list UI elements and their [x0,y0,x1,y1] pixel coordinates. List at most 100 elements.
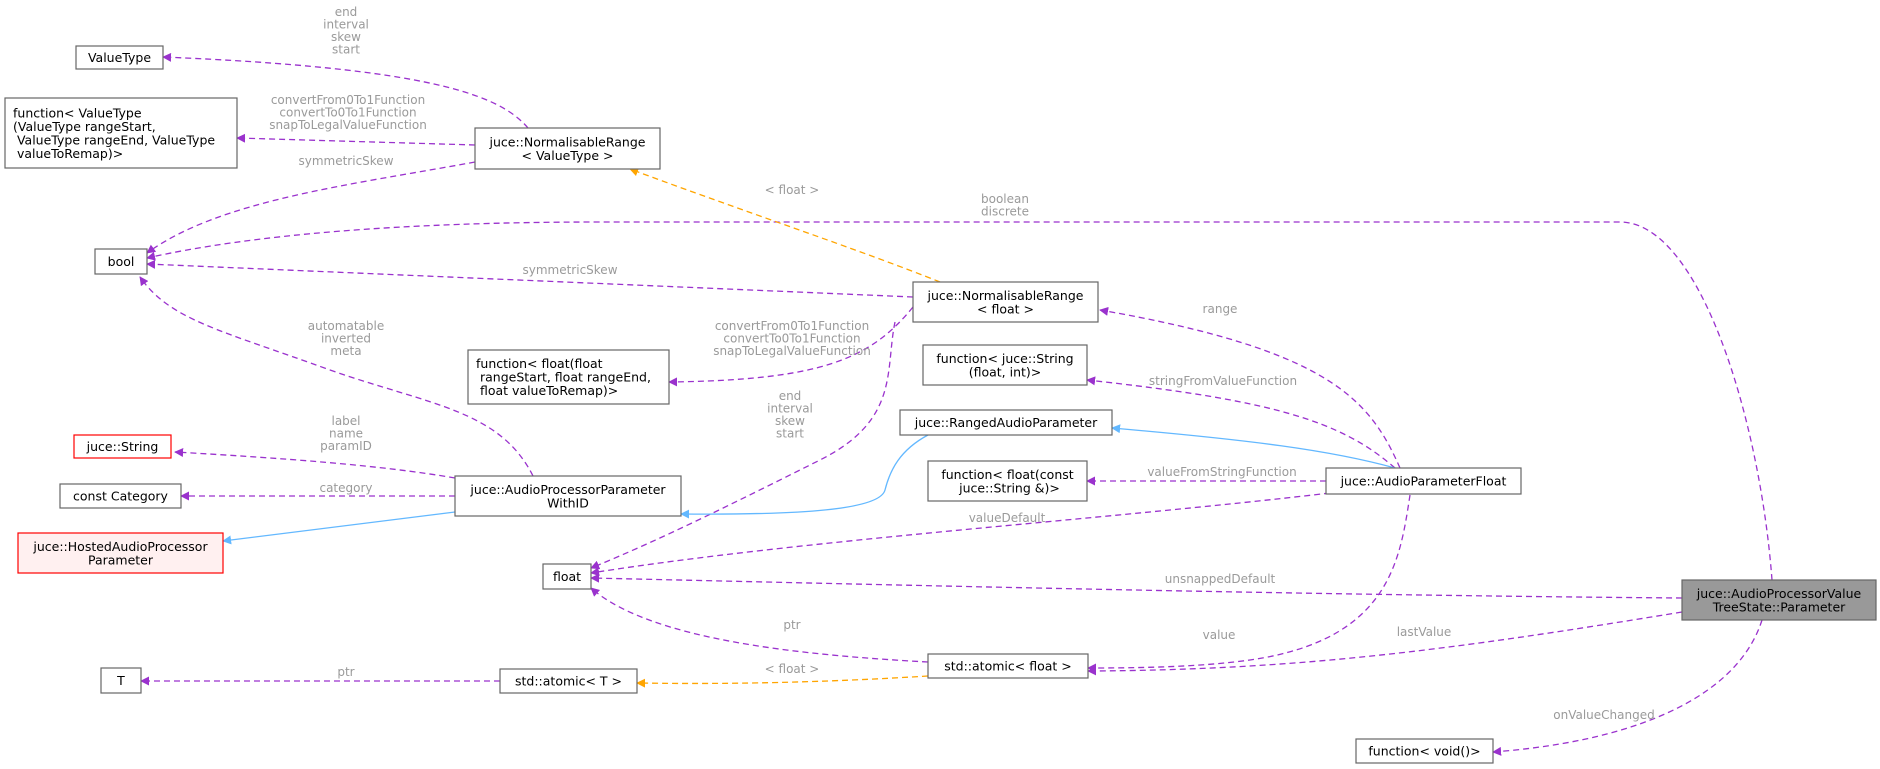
edge-apf-func-jstr: stringFromValueFunction [1086,374,1396,469]
edge-label-line: paramID [320,439,372,453]
node-float[interactable]: float [542,563,592,590]
edge-label-line: convertTo0To1Function [279,106,416,120]
node-text-line: juce::HostedAudioProcessor [32,539,208,554]
node-text-line: const Category [73,489,169,504]
edge-label-line: skew [331,30,361,44]
edge-label-line: start [776,427,804,441]
edge-label-line: interval [767,402,813,416]
node-text-line: (float, int)> [969,364,1042,379]
node-std-atomic-t[interactable]: std::atomic< T > [499,668,638,694]
node-std-atomic-float[interactable]: std::atomic< float > [927,653,1089,679]
edge-apf-rap-inheritance [1111,424,1396,469]
edge-label-template-float-1: < float > [765,183,820,197]
node-function-float-const-string[interactable]: function< float(const juce::String &)> [927,460,1088,502]
edge-nrf-nrvt-template: < float > [629,167,941,283]
edge-atomt-t: ptr [140,665,500,686]
edge-label-line: skew [775,414,805,428]
node-function-valuetype[interactable]: function< ValueType(ValueType rangeStart… [4,97,238,169]
node-text-line: < ValueType > [522,148,614,163]
edge-label-line: convertFrom0To1Function [271,93,425,107]
edge-label-line: end [335,5,358,19]
node-text-line: juce::AudioProcessorValue [1696,586,1862,601]
edge-apwid-hosted-inheritance [222,511,456,545]
edge-nrvt-bool: symmetricSkew [146,154,476,254]
node-normalisable-range-valuetype[interactable]: juce::NormalisableRange< ValueType > [474,127,661,170]
edge-label-line: valueFromStringFunction [1147,465,1296,479]
edge-label-value: value [1203,628,1236,642]
edge-label-lastvalue: lastValue [1397,625,1452,639]
edge-label-line: meta [330,344,361,358]
node-juce-string[interactable]: juce::String [73,434,172,459]
node-text-line: juce::AudioProcessorParameter [469,482,666,497]
edge-label-symmetricskew-1: symmetricSkew [298,154,393,168]
edge-label-line: name [329,427,363,441]
edge-apwid-constcat: category [180,481,455,501]
edge-label-line: ptr [783,618,800,632]
node-text-line: TreeState::Parameter [1712,599,1846,614]
node-const-category[interactable]: const Category [59,483,182,509]
edge-label-onvaluechanged: onValueChanged [1553,708,1654,722]
node-text-line: function< ValueType [13,105,142,120]
node-function-void[interactable]: function< void()> [1355,738,1494,764]
node-normalisable-range-float[interactable]: juce::NormalisableRange< float > [912,281,1099,323]
edge-label-line: valueDefault [969,511,1046,525]
edge-label-line: ptr [337,665,354,679]
edge-label-line: stringFromValueFunction [1149,374,1297,388]
node-text-line: std::atomic< T > [515,674,622,689]
node-bool[interactable]: bool [94,248,148,275]
node-valuetype[interactable]: ValueType [75,45,164,70]
edge-label-valuedefault: valueDefault [969,511,1046,525]
node-function-float[interactable]: function< float(float rangeStart, float … [467,349,670,405]
edge-label-line: discrete [981,205,1029,219]
node-audio-processor-value-treestate-parameter[interactable]: juce::AudioProcessorValueTreeState::Para… [1681,579,1877,621]
node-text-line: T [116,673,125,688]
node-text-line: float valueToRemap)> [476,383,618,398]
edge-label-line: symmetricSkew [298,154,393,168]
node-text-line: function< float(const [941,467,1073,482]
node-text-line: juce::NormalisableRange [489,134,646,149]
node-text-line: WithID [547,495,589,510]
node-text-line: rangeStart, float rangeEnd, [476,370,651,385]
edge-apf-nrf: range [1099,302,1401,469]
node-text-line: Parameter [88,552,154,567]
edge-atomf-float: ptr [590,587,929,663]
node-text-line: std::atomic< float > [944,659,1071,674]
edge-label-line: < float > [765,662,820,676]
edge-nrf-bool: symmetricSkew [146,259,914,298]
node-text-line: juce::String [86,439,159,454]
node-function-juce-string[interactable]: function< juce::String(float, int)> [922,344,1088,386]
node-text-line: < float > [977,301,1034,316]
node-text-line: juce::AudioParameterFloat [1340,474,1507,489]
node-ranged-audio-parameter[interactable]: juce::RangedAudioParameter [899,409,1113,436]
edge-rap-apwid-inheritance [680,434,929,519]
edge-label-line: category [319,481,372,495]
edge-label-line: symmetricSkew [522,263,617,277]
edge-label-line: convertFrom0To1Function [715,319,869,333]
edge-label-line: value [1203,628,1236,642]
edge-label-line: inverted [321,332,371,346]
edge-label-unsnappeddefault: unsnappedDefault [1165,572,1276,586]
edge-label-symmetricskew-2: symmetricSkew [522,263,617,277]
edge-label-line: snapToLegalValueFunction [269,118,427,132]
node-audio-parameter-float[interactable]: juce::AudioParameterFloat [1325,467,1522,495]
node-t[interactable]: T [100,667,142,694]
node-text-line: function< juce::String [936,351,1073,366]
edge-param-func-void: onValueChanged [1492,619,1763,756]
edge-label-range: range [1203,302,1238,316]
